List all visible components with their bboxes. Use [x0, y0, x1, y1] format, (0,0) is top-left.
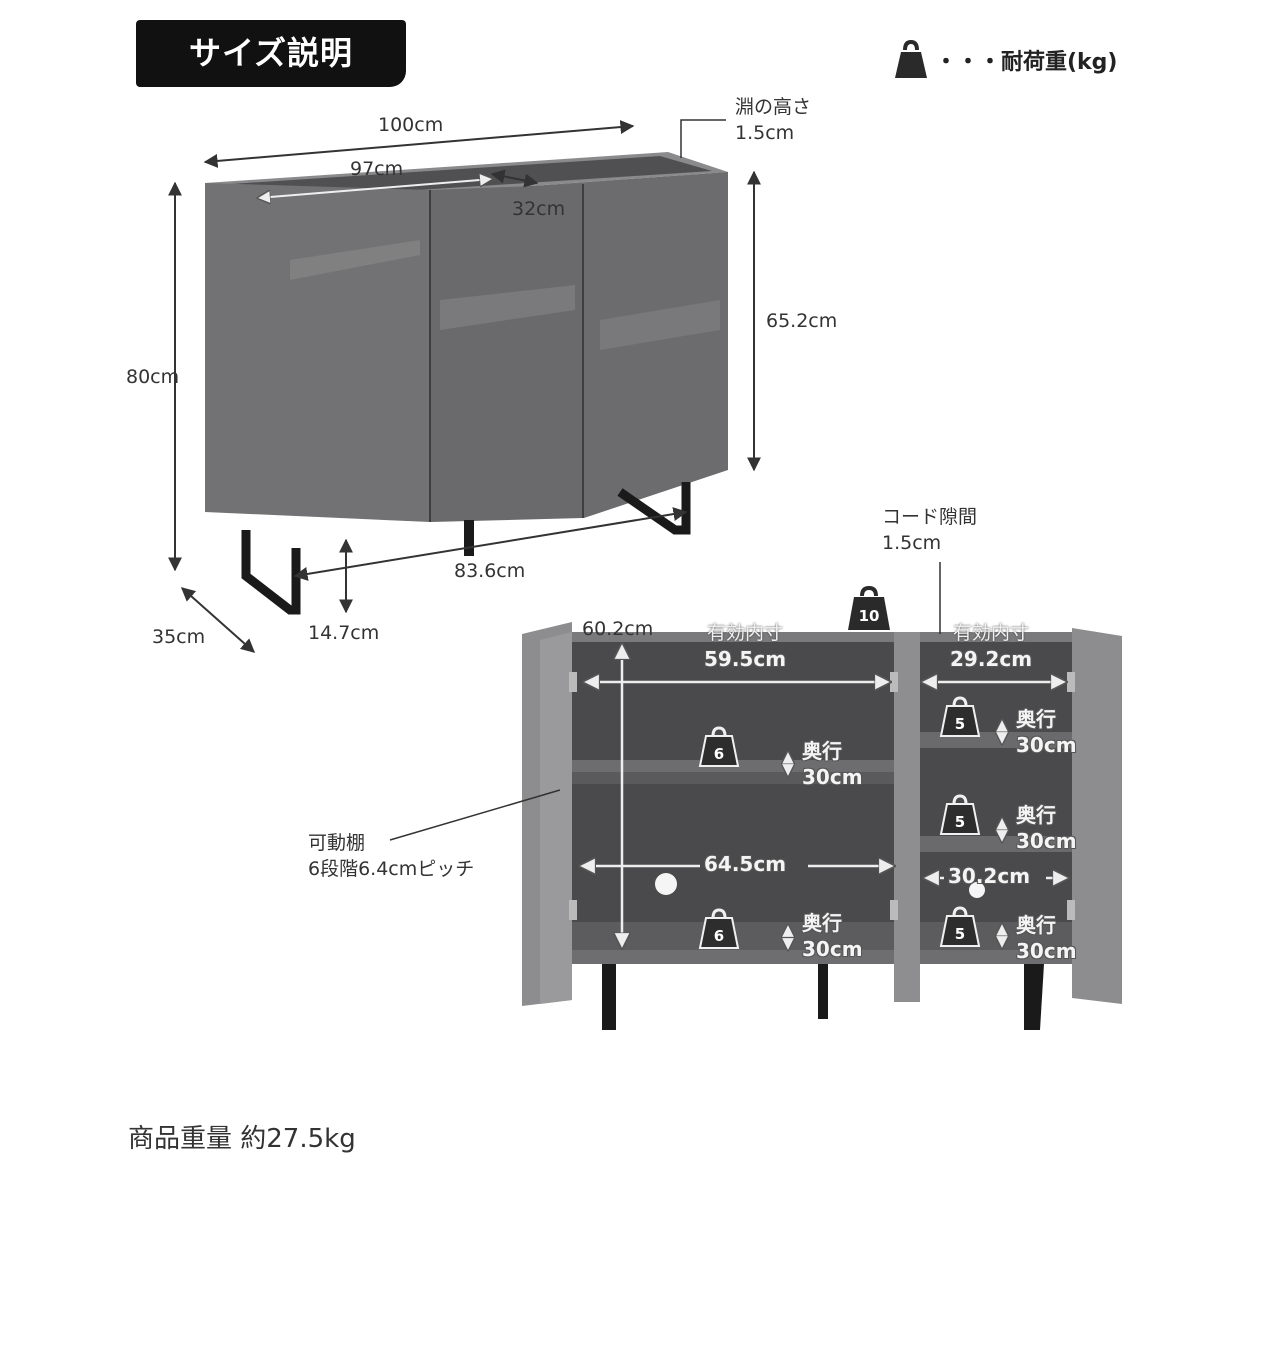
depth-right-3-title: 奥行 — [1016, 913, 1056, 937]
depth-right-1-title: 奥行 — [1016, 707, 1056, 731]
depth-top-label: 32cm — [512, 198, 566, 220]
rim-height-value: 1.5cm — [735, 122, 795, 144]
load-right-3-value: 5 — [955, 925, 965, 943]
load-top-value: 10 — [859, 607, 880, 625]
cord-gap-value: 1.5cm — [882, 532, 942, 554]
left-effective-label: 有効内寸 59.5cm — [704, 620, 786, 672]
weight-icon-left-lower: 6 — [698, 908, 740, 950]
depth-right-2: 奥行 30cm — [1016, 802, 1077, 854]
depth-right-2-title: 奥行 — [1016, 803, 1056, 827]
load-right-1-value: 5 — [955, 715, 965, 733]
legend-text: ・・・耐荷重(kg) — [935, 50, 1118, 75]
weight-icon-right-3: 5 — [939, 906, 981, 948]
left-effective-title: 有効内寸 — [707, 622, 784, 644]
cord-gap-label: コード隙間 1.5cm — [882, 504, 977, 556]
closed-cabinet — [168, 119, 761, 653]
shelf-note-line2: 6段階6.4cmピッチ — [308, 858, 475, 880]
load-right-2-value: 5 — [955, 813, 965, 831]
depth-left-lower-value: 30cm — [802, 937, 863, 961]
cord-gap-title: コード隙間 — [882, 506, 978, 528]
right-effective-value: 29.2cm — [950, 647, 1033, 671]
product-weight: 商品重量 約27.5kg — [128, 1124, 356, 1154]
load-left-lower-value: 6 — [714, 927, 724, 945]
depth-left-upper-value: 30cm — [802, 765, 863, 789]
depth-right-3: 奥行 30cm — [1016, 912, 1077, 964]
left-width-label: 64.5cm — [704, 852, 787, 876]
depth-right-3-value: 30cm — [1016, 939, 1077, 963]
depth-left-upper: 奥行 30cm — [802, 738, 863, 790]
depth-right-1: 奥行 30cm — [1016, 706, 1077, 758]
open-cabinet — [389, 562, 1122, 1030]
right-effective-label: 有効内寸 29.2cm — [950, 620, 1032, 672]
depth-left-upper-title: 奥行 — [802, 739, 842, 763]
weight-icon — [895, 40, 927, 78]
width-inner-label: 97cm — [350, 158, 404, 180]
leg-span-label: 83.6cm — [454, 560, 526, 582]
load-left-upper-value: 6 — [714, 745, 724, 763]
weight-legend: ・・・耐荷重(kg) — [893, 38, 1118, 82]
weight-icon-right-1: 5 — [939, 696, 981, 738]
page-title: サイズ説明 — [136, 20, 406, 87]
right-width-label: 30.2cm — [948, 864, 1031, 888]
weight-icon-left-upper: 6 — [698, 726, 740, 768]
depth-left-lower: 奥行 30cm — [802, 910, 863, 962]
depth-right-2-value: 30cm — [1016, 829, 1077, 853]
left-effective-value: 59.5cm — [704, 647, 787, 671]
weight-icon-right-2: 5 — [939, 794, 981, 836]
width-outer-label: 100cm — [378, 114, 444, 136]
leg-height-label: 14.7cm — [308, 622, 380, 644]
rim-height-label: 淵の高さ 1.5cm — [735, 94, 811, 146]
total-height-label: 80cm — [126, 366, 180, 388]
right-effective-title: 有効内寸 — [953, 622, 1030, 644]
inner-height-label: 60.2cm — [582, 618, 654, 640]
depth-right-1-value: 30cm — [1016, 733, 1077, 757]
body-height-label: 65.2cm — [766, 310, 838, 332]
depth-label: 35cm — [152, 626, 206, 648]
weight-icon-top: 10 — [848, 585, 890, 630]
shelf-note: 可動棚 6段階6.4cmピッチ — [308, 830, 474, 882]
depth-left-lower-title: 奥行 — [802, 911, 842, 935]
shelf-note-line1: 可動棚 — [308, 832, 366, 854]
rim-height-title: 淵の高さ — [735, 96, 812, 118]
